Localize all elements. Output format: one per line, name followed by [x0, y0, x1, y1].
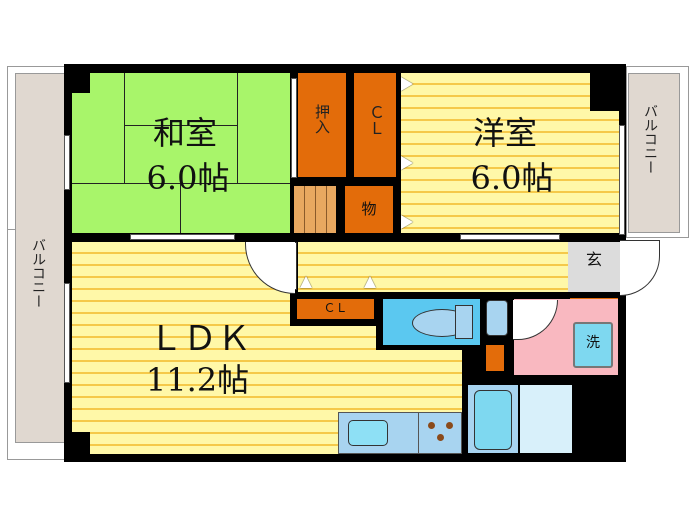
ldk-name: ＬＤＫ [149, 319, 251, 359]
room-youshitsu [401, 73, 619, 233]
youshitsu-size: 6.0帖 [470, 159, 554, 197]
washitsu-name: 和室 [152, 114, 217, 152]
youshitsu-name: 洋室 [472, 114, 537, 152]
room-washitsu [72, 73, 290, 233]
stove-icon [428, 422, 458, 450]
bathtub-icon [474, 390, 512, 450]
shelf [294, 186, 336, 233]
storage-closet-hall [297, 299, 374, 319]
closet-hall-label: ＣＬ [323, 301, 348, 315]
storage-monooki [345, 186, 393, 233]
oshiire-label: 押入 [313, 104, 331, 134]
washitsu-size: 6.0帖 [146, 159, 230, 197]
monooki-label: 物 [361, 200, 377, 218]
washer-pan [573, 322, 613, 368]
balcony-right-label: バルコニー [642, 104, 658, 174]
balcony-right-floor [628, 73, 680, 233]
ldk-size: 11.2帖 [145, 361, 250, 399]
balcony-left-label: バルコニー [30, 238, 46, 308]
washer-label: 洗 [586, 335, 600, 351]
storage-closet-top [354, 73, 396, 177]
sink-icon [486, 300, 508, 336]
kitchen-sink-icon [348, 420, 388, 446]
closet-top-label: ＣＬ [366, 104, 385, 136]
entrance [568, 242, 620, 292]
entrance-label: 玄 [585, 250, 602, 269]
storage-oshiire [298, 73, 346, 177]
room-ldk [72, 242, 290, 454]
toilet-tank-icon [455, 305, 473, 339]
balcony-left-floor [15, 73, 65, 443]
hallway [298, 242, 568, 292]
